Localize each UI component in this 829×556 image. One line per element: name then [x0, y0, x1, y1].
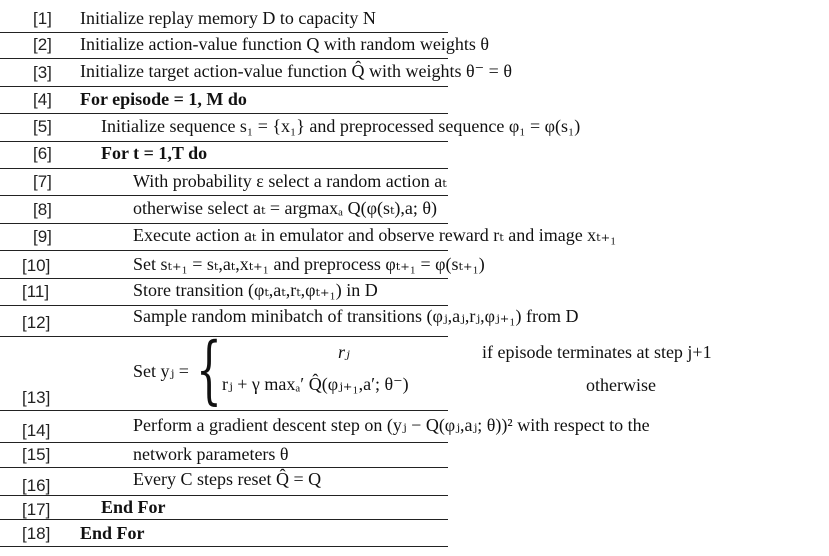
case-bottom-expression: rⱼ + γ maxₐ′ Q̂(φⱼ₊₁,a′; θ⁻): [222, 374, 409, 394]
case-top-expression: rⱼ: [338, 342, 350, 362]
step-number: [11]: [22, 282, 50, 301]
step-text: network parameters θ: [133, 444, 289, 464]
step-text: Store transition (φₜ,aₜ,rₜ,φₜ₊₁) in D: [133, 280, 378, 300]
step-number: [6]: [33, 144, 52, 163]
step-text: Initialize sequence s₁ = {x₁} and prepro…: [101, 116, 581, 136]
step-number: [3]: [33, 63, 52, 82]
step-number: [14]: [22, 421, 51, 440]
step-text: Every C steps reset Q̂ = Q: [133, 469, 322, 489]
step-number: [16]: [22, 476, 51, 495]
step-text: Initialize target action-value function …: [80, 61, 512, 81]
step-number: [13]: [22, 388, 51, 407]
step-number: [9]: [33, 227, 52, 246]
row-divider: [0, 495, 448, 496]
left-brace: {: [196, 327, 222, 413]
step-number: [5]: [33, 117, 52, 136]
step-number: [8]: [33, 200, 52, 219]
row-divider: [0, 141, 448, 142]
row-divider: [0, 305, 448, 306]
step-number: [12]: [22, 313, 51, 332]
step-number: [17]: [22, 500, 51, 519]
step-text: For episode = 1, M do: [80, 89, 247, 109]
case-bottom-condition: otherwise: [586, 375, 656, 395]
row-divider: [0, 278, 448, 279]
step-number: [10]: [22, 256, 51, 275]
row-divider: [0, 546, 448, 547]
step-text: otherwise select aₜ = argmaxₐ Q(φ(sₜ),a;…: [133, 198, 438, 218]
row-divider: [0, 519, 448, 520]
step-number: [15]: [22, 445, 51, 464]
step-number: [1]: [33, 9, 52, 28]
row-divider: [0, 467, 448, 468]
step-number: [2]: [33, 35, 52, 54]
step-text: Perform a gradient descent step on (yⱼ −…: [133, 415, 650, 435]
step-text: End For: [101, 497, 166, 517]
row-divider: [0, 410, 448, 411]
case-top-condition: if episode terminates at step j+1: [482, 342, 712, 362]
step-text: Sample random minibatch of transitions (…: [133, 306, 579, 326]
step-text: With probability ε select a random actio…: [133, 171, 447, 191]
step-number: [18]: [22, 524, 51, 543]
row-divider: [0, 250, 448, 251]
step-text: Initialize action-value function Q with …: [80, 34, 490, 54]
step-number: [7]: [33, 172, 52, 191]
step-text: End For: [80, 523, 145, 543]
row-divider: [0, 113, 448, 114]
row-divider: [0, 336, 448, 337]
row-divider: [0, 86, 448, 87]
step-number: [4]: [33, 90, 52, 109]
row-divider: [0, 195, 448, 196]
row-divider: [0, 442, 448, 443]
step-text: Execute action aₜ in emulator and observ…: [133, 225, 617, 245]
step-text: Set sₜ₊₁ = sₜ,aₜ,xₜ₊₁ and preprocess φₜ₊…: [133, 254, 485, 274]
row-divider: [0, 58, 448, 59]
step-text: For t = 1,T do: [101, 143, 208, 163]
row-divider: [0, 168, 448, 169]
step-text: Initialize replay memory D to capacity N: [80, 8, 376, 28]
row-divider: [0, 223, 448, 224]
row-divider: [0, 32, 448, 33]
step-text: Set yⱼ =: [133, 361, 189, 381]
